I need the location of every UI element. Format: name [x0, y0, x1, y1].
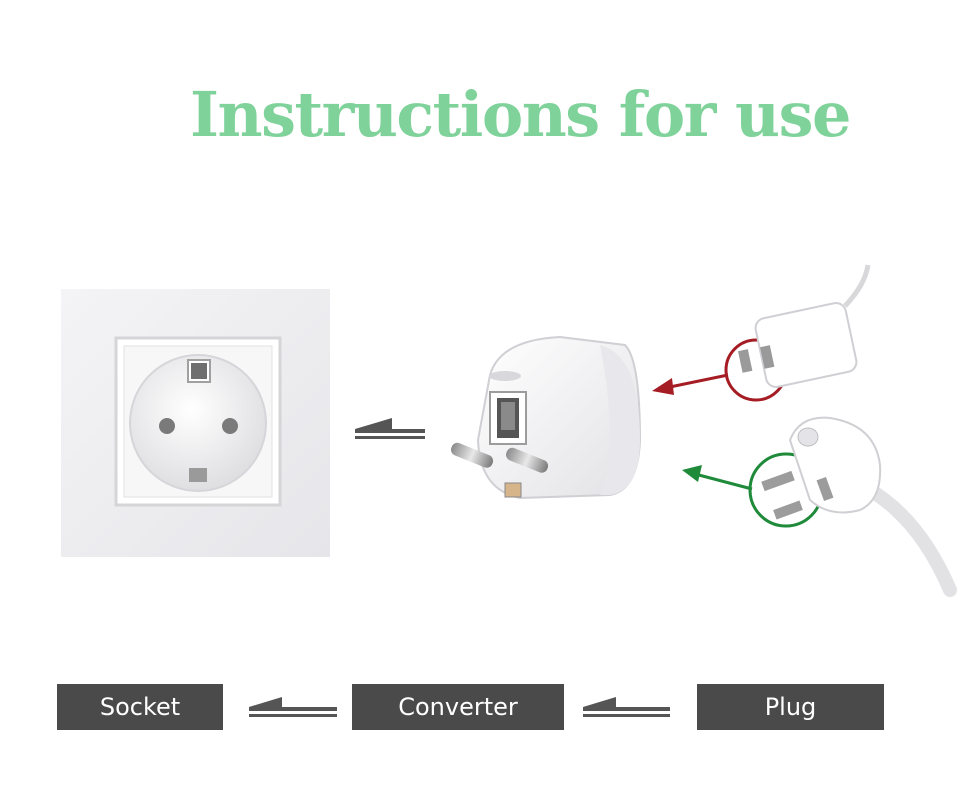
left-arrow-icon — [583, 697, 670, 717]
converter-image — [451, 335, 642, 500]
wall-socket-image — [61, 289, 330, 557]
flat-pin-charger-image — [738, 264, 871, 388]
socket-label: Socket — [57, 684, 223, 730]
left-arrow-icon — [249, 697, 337, 717]
three-pin-plug-image — [761, 416, 957, 597]
plug-label: Plug — [697, 684, 884, 730]
left-arrow-icon — [355, 418, 425, 439]
converter-label: Converter — [352, 684, 564, 730]
page-title: Instructions for use — [190, 78, 851, 151]
